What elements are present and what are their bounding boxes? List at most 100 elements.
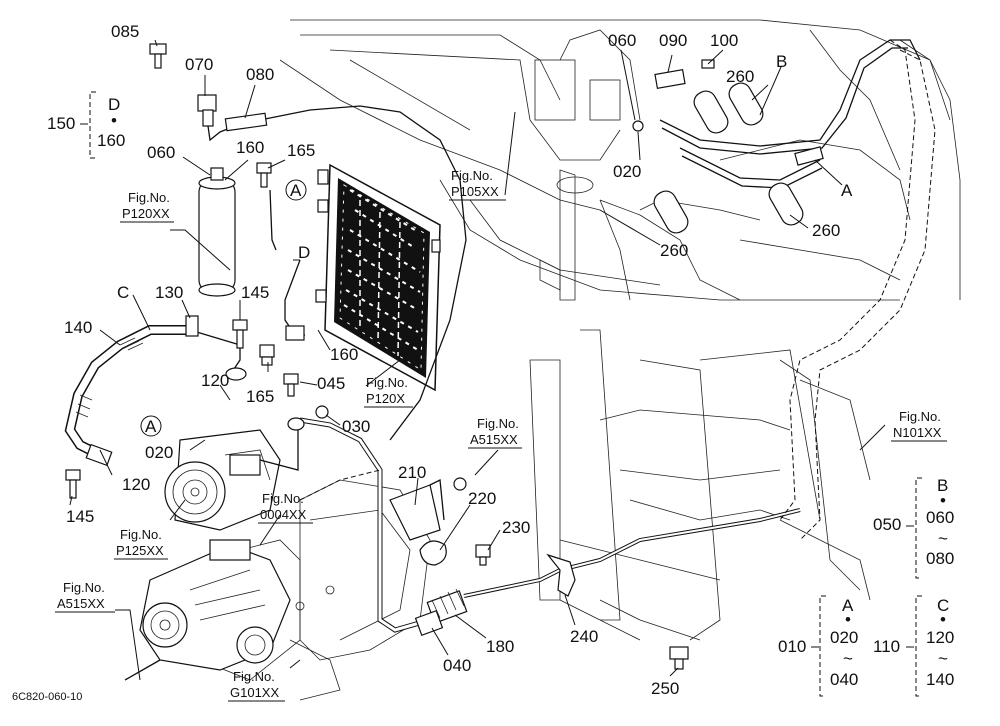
clip-220	[419, 540, 447, 566]
group-top: B	[937, 476, 948, 495]
fig-ref-number: G101XX	[230, 685, 279, 700]
fig-ref-number: P120XX	[122, 206, 170, 221]
callout-140: 140	[64, 318, 92, 337]
fig-ref-label: Fig.No.	[477, 416, 519, 431]
group-number: 150	[47, 114, 75, 133]
callout-080: 080	[246, 65, 274, 84]
group-sep: •	[940, 610, 946, 629]
group-050: 050 B • 060 ~ 080	[873, 476, 954, 579]
pipe-040	[287, 405, 431, 633]
fig-ref-label: Fig.No.	[262, 491, 304, 506]
group-bottom: 040	[830, 670, 858, 689]
hose-route-dashed-b	[799, 49, 936, 541]
group-tilde: ~	[843, 649, 853, 668]
pressure-switch	[197, 94, 271, 142]
fig-ref-number: P120X	[366, 391, 405, 406]
bolt-045	[283, 373, 299, 397]
fig-ref-label: Fig.No.	[63, 580, 105, 595]
group-010: 010 A • 020 ~ 040	[778, 595, 858, 697]
callout-085: 085	[111, 22, 139, 41]
callout-040: 040	[443, 656, 471, 675]
hose-080-routing	[269, 105, 467, 441]
diagram-code: 6C820-060-10	[12, 691, 82, 703]
fitting-160	[285, 325, 305, 341]
fig-ref-label: Fig.No.	[899, 409, 941, 424]
group-bottom: 140	[926, 670, 954, 689]
callout-060: 060	[147, 143, 175, 162]
callout-130: 130	[155, 283, 183, 302]
callout-030: 030	[342, 417, 370, 436]
fig-ref-label: Fig.No.	[233, 669, 275, 684]
group-top: A	[842, 596, 854, 615]
machine-frame-lower	[529, 329, 871, 641]
bolt-165-lower	[259, 344, 275, 366]
condenser	[315, 163, 441, 392]
callout-070: 070	[185, 55, 213, 74]
group-number: 110	[873, 637, 900, 656]
fig-ref-number: P105XX	[451, 184, 499, 199]
alternator	[139, 539, 291, 671]
letter-b: B	[776, 52, 787, 71]
callout-260: 260	[812, 221, 840, 240]
callout-260: 260	[660, 241, 688, 260]
hose-160	[269, 189, 277, 251]
group-mid: 120	[926, 628, 954, 647]
group-bottom: 160	[97, 131, 125, 150]
circled-markers: A A	[140, 179, 307, 437]
callout-260: 260	[726, 67, 754, 86]
group-top: C	[937, 596, 949, 615]
group-sep: •	[845, 610, 851, 629]
callout-180: 180	[486, 637, 514, 656]
fig-ref-label: Fig.No.	[451, 168, 493, 183]
alternator-bolt	[124, 659, 161, 681]
fig-ref-number: N101XX	[893, 425, 942, 440]
fig-ref-number: P125XX	[116, 543, 164, 558]
bracket-210	[389, 477, 467, 541]
callout-090: 090	[659, 31, 687, 50]
figure-references: Fig.No. P120XX Fig.No. P105XX Fig.No. P1…	[55, 168, 947, 702]
callout-160: 160	[330, 345, 358, 364]
fig-ref-label: Fig.No.	[366, 375, 408, 390]
callout-060: 060	[608, 31, 636, 50]
group-mid: 060	[926, 508, 954, 527]
callout-220: 220	[468, 489, 496, 508]
group-number: 050	[873, 515, 901, 534]
group-110: 110 C • 120 ~ 140	[873, 595, 954, 697]
bolt-230	[475, 544, 491, 566]
circled-a-condenser: A	[290, 181, 302, 200]
bolt-145-lower	[65, 469, 81, 499]
bolt-250	[669, 646, 689, 670]
letter-a: A	[841, 181, 853, 200]
callout-230: 230	[502, 518, 530, 537]
fig-ref-number: A515XX	[470, 432, 518, 447]
callout-250: 250	[651, 679, 679, 698]
callout-165: 165	[287, 141, 315, 160]
callout-145: 145	[241, 283, 269, 302]
group-number: 010	[778, 637, 806, 656]
hose-route-dashed-a	[779, 39, 916, 521]
group-150: 150 D • 160	[47, 91, 125, 159]
callout-165: 165	[246, 387, 274, 406]
callout-120: 120	[122, 475, 150, 494]
group-sep: •	[111, 111, 117, 130]
callout-145: 145	[66, 507, 94, 526]
fig-ref-label: Fig.No.	[120, 527, 162, 542]
leader-lines	[69, 39, 886, 681]
hoses-ab	[632, 39, 921, 234]
receiver-drier	[198, 167, 236, 297]
callout-160: 160	[236, 138, 264, 157]
hose-d	[284, 259, 305, 336]
fig-ref-label: Fig.No.	[128, 190, 170, 205]
bracket-240	[546, 553, 576, 597]
machine-frame-upper	[279, 19, 961, 301]
letter-d: D	[298, 243, 310, 262]
group-sep: •	[940, 491, 946, 510]
group-tilde: ~	[938, 529, 948, 548]
fitting-180	[414, 588, 468, 636]
hose-letters: C D B A	[117, 52, 853, 302]
circled-a-compressor: A	[145, 417, 157, 436]
callout-100: 100	[710, 31, 738, 50]
callout-020: 020	[613, 162, 641, 181]
callout-045: 045	[317, 374, 345, 393]
